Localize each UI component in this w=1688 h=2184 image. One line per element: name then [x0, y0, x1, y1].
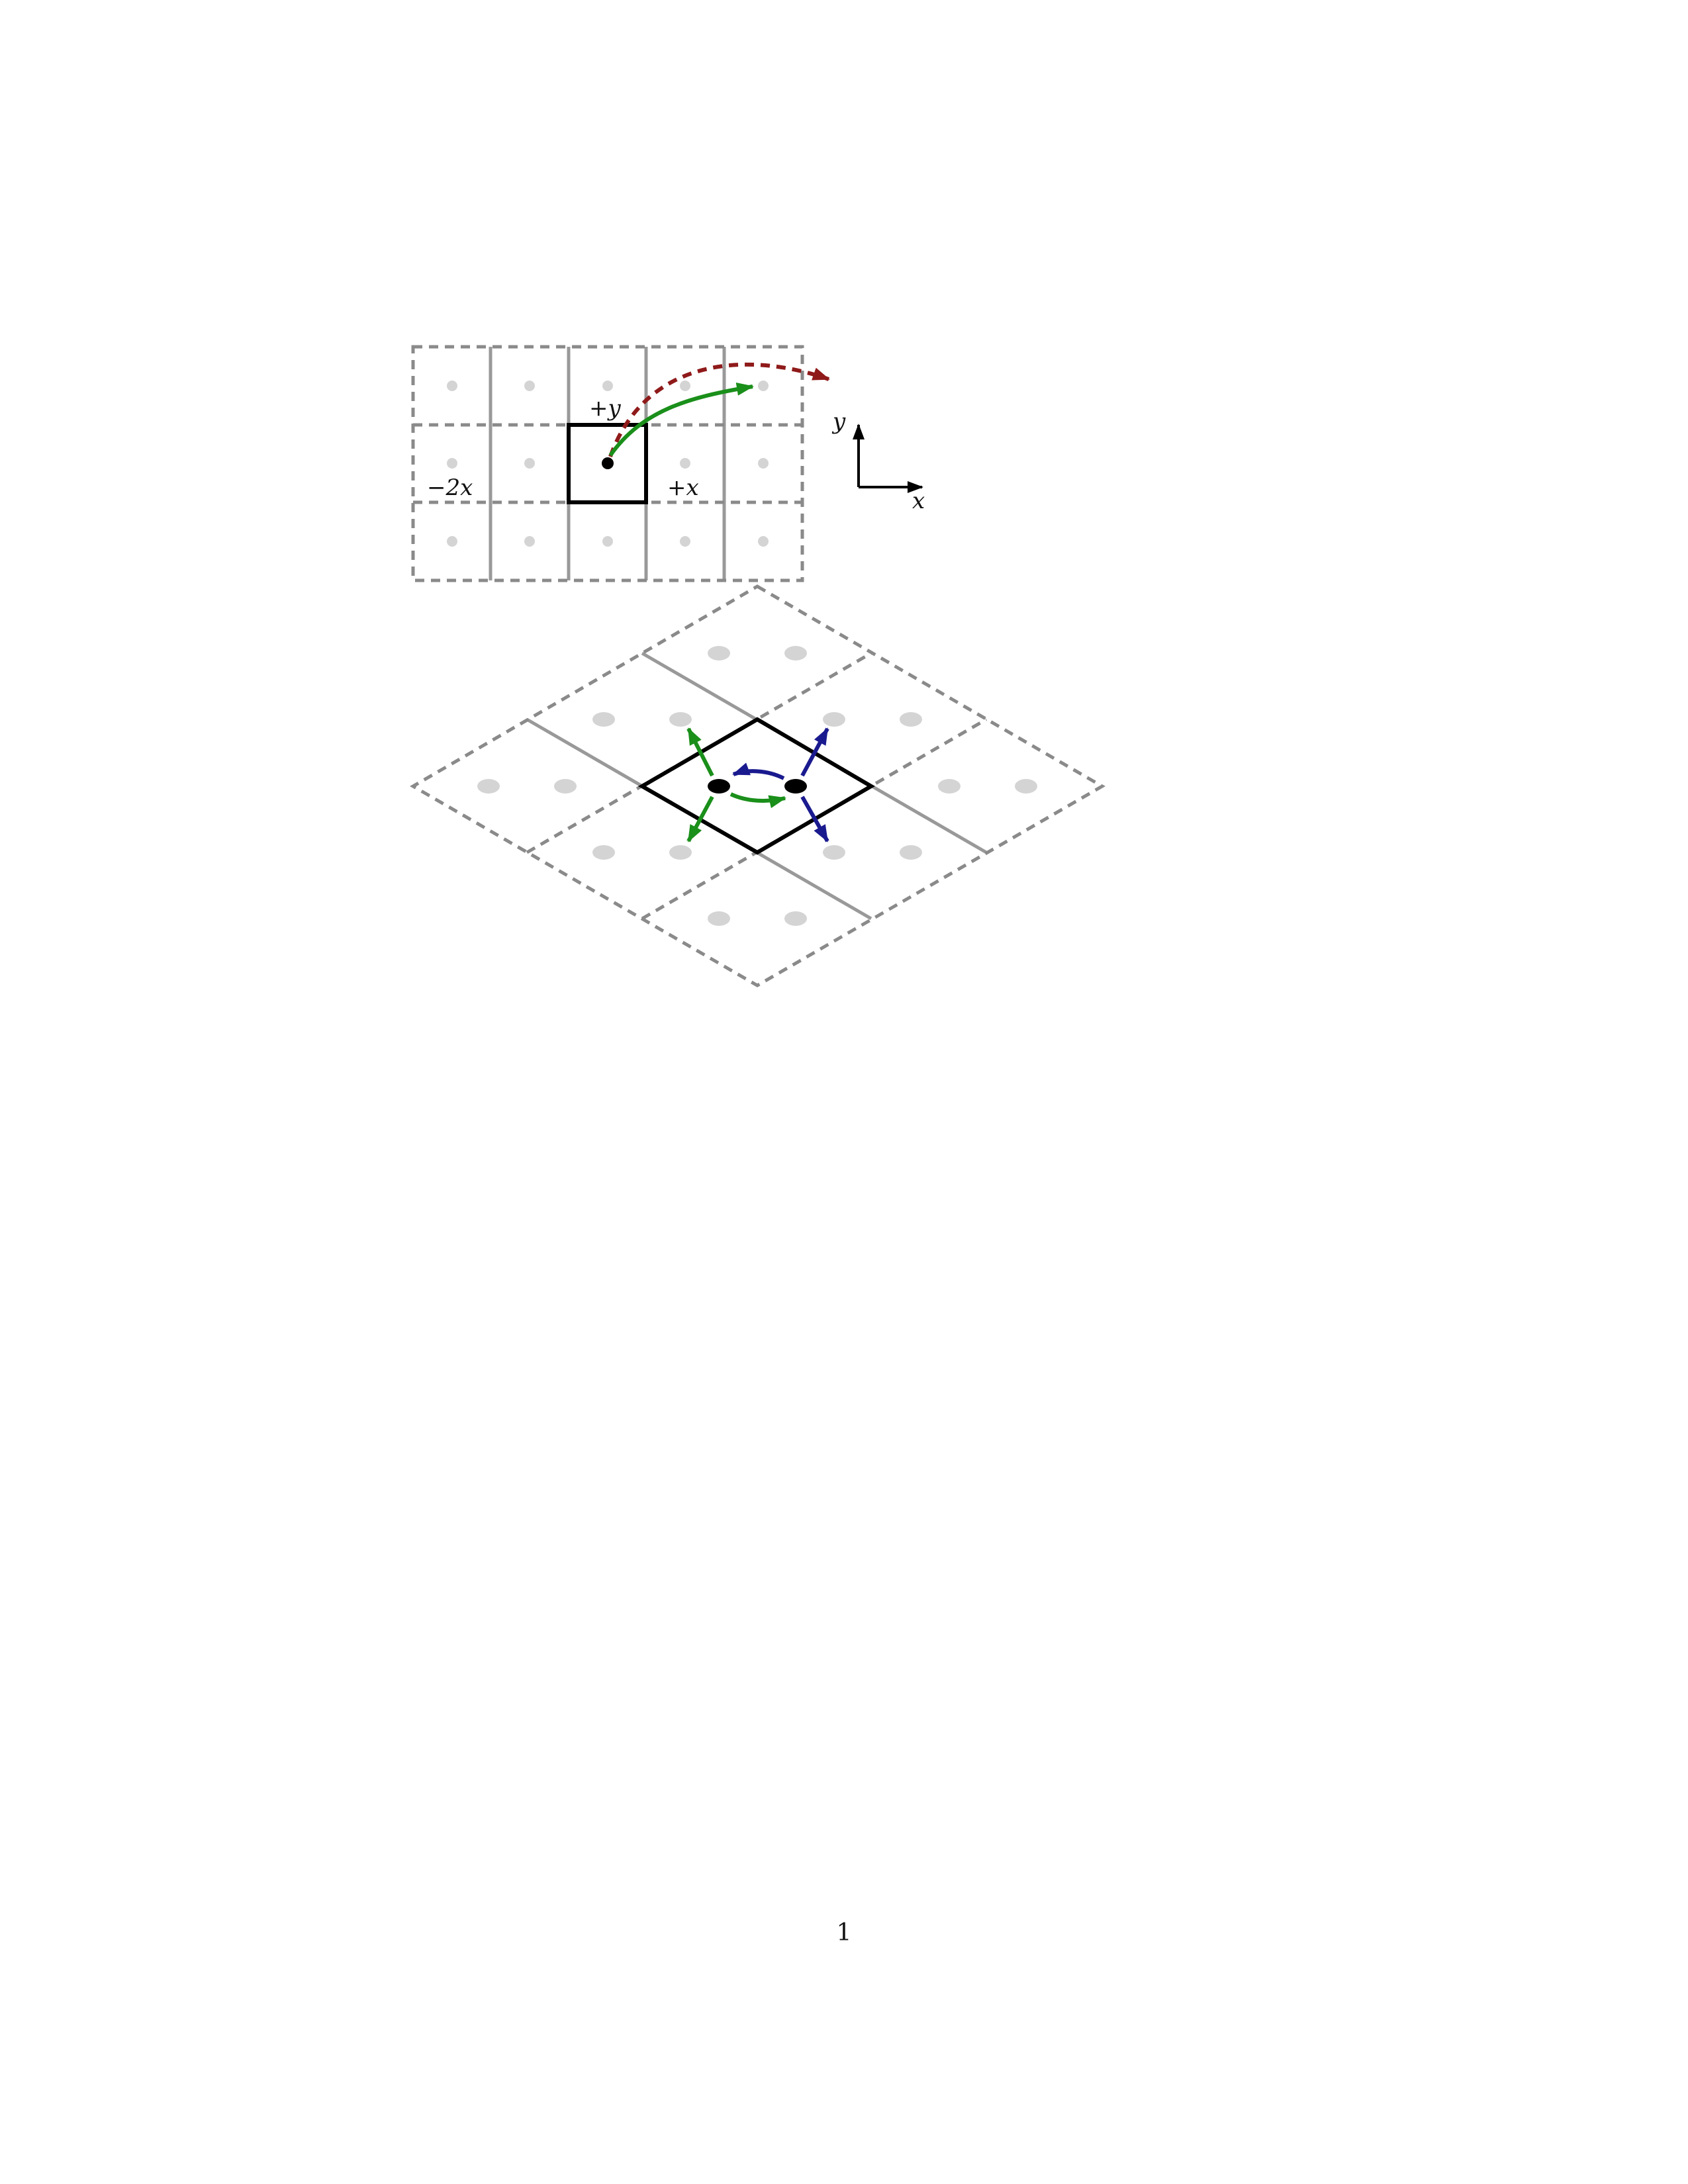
top-lattice-figure: +y −2x +x y x — [411, 345, 925, 582]
site-dot — [602, 381, 613, 391]
blue-arrow-down-right — [800, 796, 829, 842]
bottom-solid-gridlines — [526, 651, 988, 921]
site-dot — [680, 458, 690, 469]
label-minus-2x: −2x — [427, 475, 473, 501]
green-arrow-up-left — [686, 727, 714, 777]
site-dot — [708, 646, 730, 660]
site-dot — [680, 381, 690, 391]
x-axis-label: x — [912, 488, 925, 514]
central-site — [602, 457, 614, 469]
site-dot — [447, 536, 457, 547]
site-dot — [784, 911, 807, 926]
coordinate-axes — [853, 424, 923, 493]
site-dot — [758, 536, 769, 547]
site-dot — [524, 458, 535, 469]
label-plus-x: +x — [667, 475, 699, 501]
site-dot — [669, 712, 692, 727]
site-dot — [900, 712, 922, 727]
site-dot — [900, 845, 922, 860]
bottom-lattice-figure — [410, 584, 1105, 987]
site-dot — [447, 458, 457, 469]
label-plus-y: +y — [589, 395, 621, 422]
y-axis-label: y — [831, 408, 846, 435]
site-dot — [1015, 779, 1037, 794]
site-dot — [708, 911, 730, 926]
site-dot — [477, 779, 500, 794]
site-dot — [758, 381, 769, 391]
green-arrow-intracell — [729, 792, 786, 809]
unit-cell-outline — [567, 423, 648, 504]
blue-arrow-intracell — [732, 762, 785, 780]
green-hop-arrow — [608, 383, 754, 457]
site-dot — [592, 845, 615, 860]
green-arrow-down-left — [686, 796, 714, 842]
site-dot — [447, 381, 457, 391]
bottom-site-dots — [477, 646, 1037, 926]
red-dashed-hop-arrow — [608, 362, 830, 458]
site-dot — [823, 712, 845, 727]
site-dot — [823, 845, 845, 860]
site-dot — [669, 845, 692, 860]
green-hop-arrows — [686, 727, 786, 842]
site-dot — [938, 779, 961, 794]
blue-hop-arrows — [732, 727, 829, 842]
site-dot — [602, 536, 613, 547]
bottom-dashed-gridlines — [410, 584, 1105, 987]
site-dot — [592, 712, 615, 727]
site-dot — [524, 381, 535, 391]
site-dot — [524, 536, 535, 547]
left-cell-site — [708, 779, 730, 794]
rhombic-unit-cell-outline — [638, 717, 875, 855]
site-dot — [554, 779, 577, 794]
top-site-dots — [447, 381, 769, 547]
site-dot — [784, 646, 807, 660]
site-dot — [680, 536, 690, 547]
blue-arrow-up-right — [800, 727, 829, 777]
page-number: 1 — [836, 1919, 852, 1946]
right-cell-site — [784, 779, 807, 794]
site-dot — [758, 458, 769, 469]
